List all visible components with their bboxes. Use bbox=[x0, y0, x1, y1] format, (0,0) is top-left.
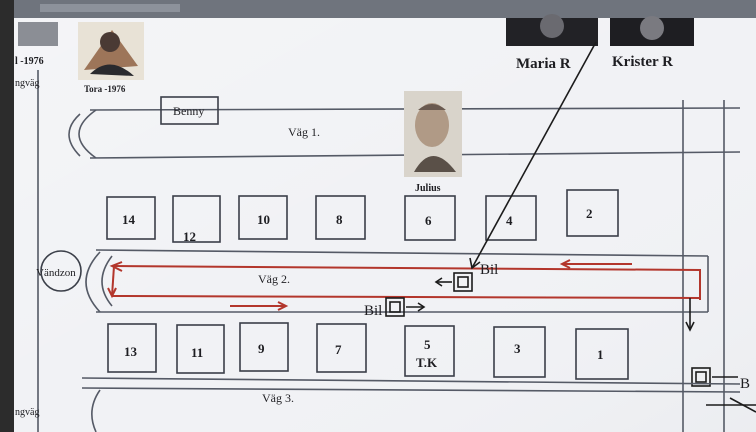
maria-portrait bbox=[506, 14, 598, 46]
lot-9 bbox=[239, 322, 289, 372]
car-1-box bbox=[453, 272, 473, 292]
lot-11-label: 11 bbox=[191, 345, 203, 360]
lot-6-label: 6 bbox=[425, 213, 432, 228]
red-route-bottom bbox=[111, 295, 701, 299]
car-1-arrowhead bbox=[434, 277, 443, 287]
road2-end-curve bbox=[85, 251, 101, 313]
black-pointer-head bbox=[469, 257, 481, 270]
lot-10 bbox=[238, 195, 288, 240]
lot-4-label: 4 bbox=[506, 213, 513, 228]
lot-5 bbox=[404, 325, 455, 377]
road1-label: Väg 1. bbox=[288, 125, 320, 139]
left-years-label: l -1976 bbox=[15, 56, 44, 67]
lot-14 bbox=[106, 196, 156, 240]
car-1-inner bbox=[457, 276, 469, 288]
bottom-lot-row: 13 11 9 7 5 T.K 3 1 bbox=[107, 322, 629, 380]
lot-13-label: 13 bbox=[124, 344, 138, 359]
lot-8 bbox=[315, 195, 366, 240]
lot-2 bbox=[566, 189, 619, 237]
toolbar-icons bbox=[40, 4, 180, 12]
car-3-label-partial: B bbox=[740, 376, 750, 392]
partial-thumbnail bbox=[18, 22, 58, 46]
left-road-label-bottom: ngväg bbox=[15, 407, 39, 418]
benny-label: Benny bbox=[173, 104, 204, 118]
right-down-arrowhead bbox=[685, 321, 695, 332]
red-route-left bbox=[111, 265, 115, 297]
road2-end-curve-inner bbox=[101, 255, 113, 307]
lot-2-label: 2 bbox=[586, 206, 593, 221]
lot-1-label: 1 bbox=[597, 347, 604, 362]
car-2-arrowhead bbox=[417, 302, 426, 312]
lot-7-label: 7 bbox=[335, 342, 342, 357]
road1-end-curve-outer bbox=[68, 113, 81, 157]
lot-13 bbox=[107, 323, 157, 373]
car-1-label: Bil bbox=[480, 262, 498, 278]
screen-glare bbox=[14, 18, 756, 432]
lot-5-label: 5 bbox=[424, 337, 431, 352]
maria-caption: Maria R bbox=[516, 56, 571, 72]
red-arrowhead-down bbox=[107, 287, 117, 299]
julius-portrait bbox=[404, 91, 462, 177]
lot-3 bbox=[493, 326, 546, 378]
road2-top-edge bbox=[95, 249, 709, 257]
lot-14-label: 14 bbox=[122, 212, 136, 227]
road3-label: Väg 3. bbox=[262, 391, 294, 405]
car-3-box bbox=[691, 367, 711, 387]
road1-end-curve bbox=[78, 109, 97, 159]
car-2-inner bbox=[389, 301, 401, 313]
lot-10-label: 10 bbox=[257, 212, 270, 227]
red-arrowhead-left bbox=[109, 261, 123, 272]
left-road-label-top: ngväg bbox=[15, 78, 39, 89]
car-3-inner bbox=[695, 371, 707, 383]
road3-end-curve bbox=[91, 389, 101, 432]
lot-8-label: 8 bbox=[336, 212, 343, 227]
red-route-top bbox=[113, 265, 701, 300]
krister-portrait bbox=[610, 16, 694, 46]
turnaround-label: Vändzon bbox=[36, 267, 76, 279]
krister-caption: Krister R bbox=[612, 54, 673, 70]
tora-caption: Tora -1976 bbox=[84, 84, 126, 94]
lot-3-label: 3 bbox=[514, 341, 521, 356]
car-2-box bbox=[385, 297, 405, 317]
benny-box bbox=[160, 96, 219, 125]
lot-1 bbox=[575, 328, 629, 380]
red-arrow-bottom-head bbox=[277, 301, 289, 311]
julius-caption: Julius bbox=[415, 183, 441, 194]
tora-portrait bbox=[78, 22, 144, 80]
road3-top-edge bbox=[81, 377, 741, 385]
road2-label: Väg 2. bbox=[258, 272, 290, 286]
lot-12 bbox=[172, 195, 221, 243]
car-2-label: Bil bbox=[364, 303, 382, 319]
lot-11 bbox=[176, 324, 225, 374]
lot-9-label: 9 bbox=[258, 341, 265, 356]
turnaround-circle bbox=[40, 250, 82, 292]
bottom-right-diagonal bbox=[729, 397, 756, 413]
app-toolbar-strip bbox=[14, 0, 756, 18]
lot-5-note: T.K bbox=[416, 355, 438, 370]
lot-7 bbox=[316, 323, 367, 373]
black-pointer-line bbox=[471, 41, 597, 269]
lot-6 bbox=[404, 195, 456, 241]
lot-12-label: 12 bbox=[183, 229, 196, 244]
red-arrow-short-head bbox=[559, 259, 571, 269]
road3-inner-edge bbox=[81, 387, 741, 393]
